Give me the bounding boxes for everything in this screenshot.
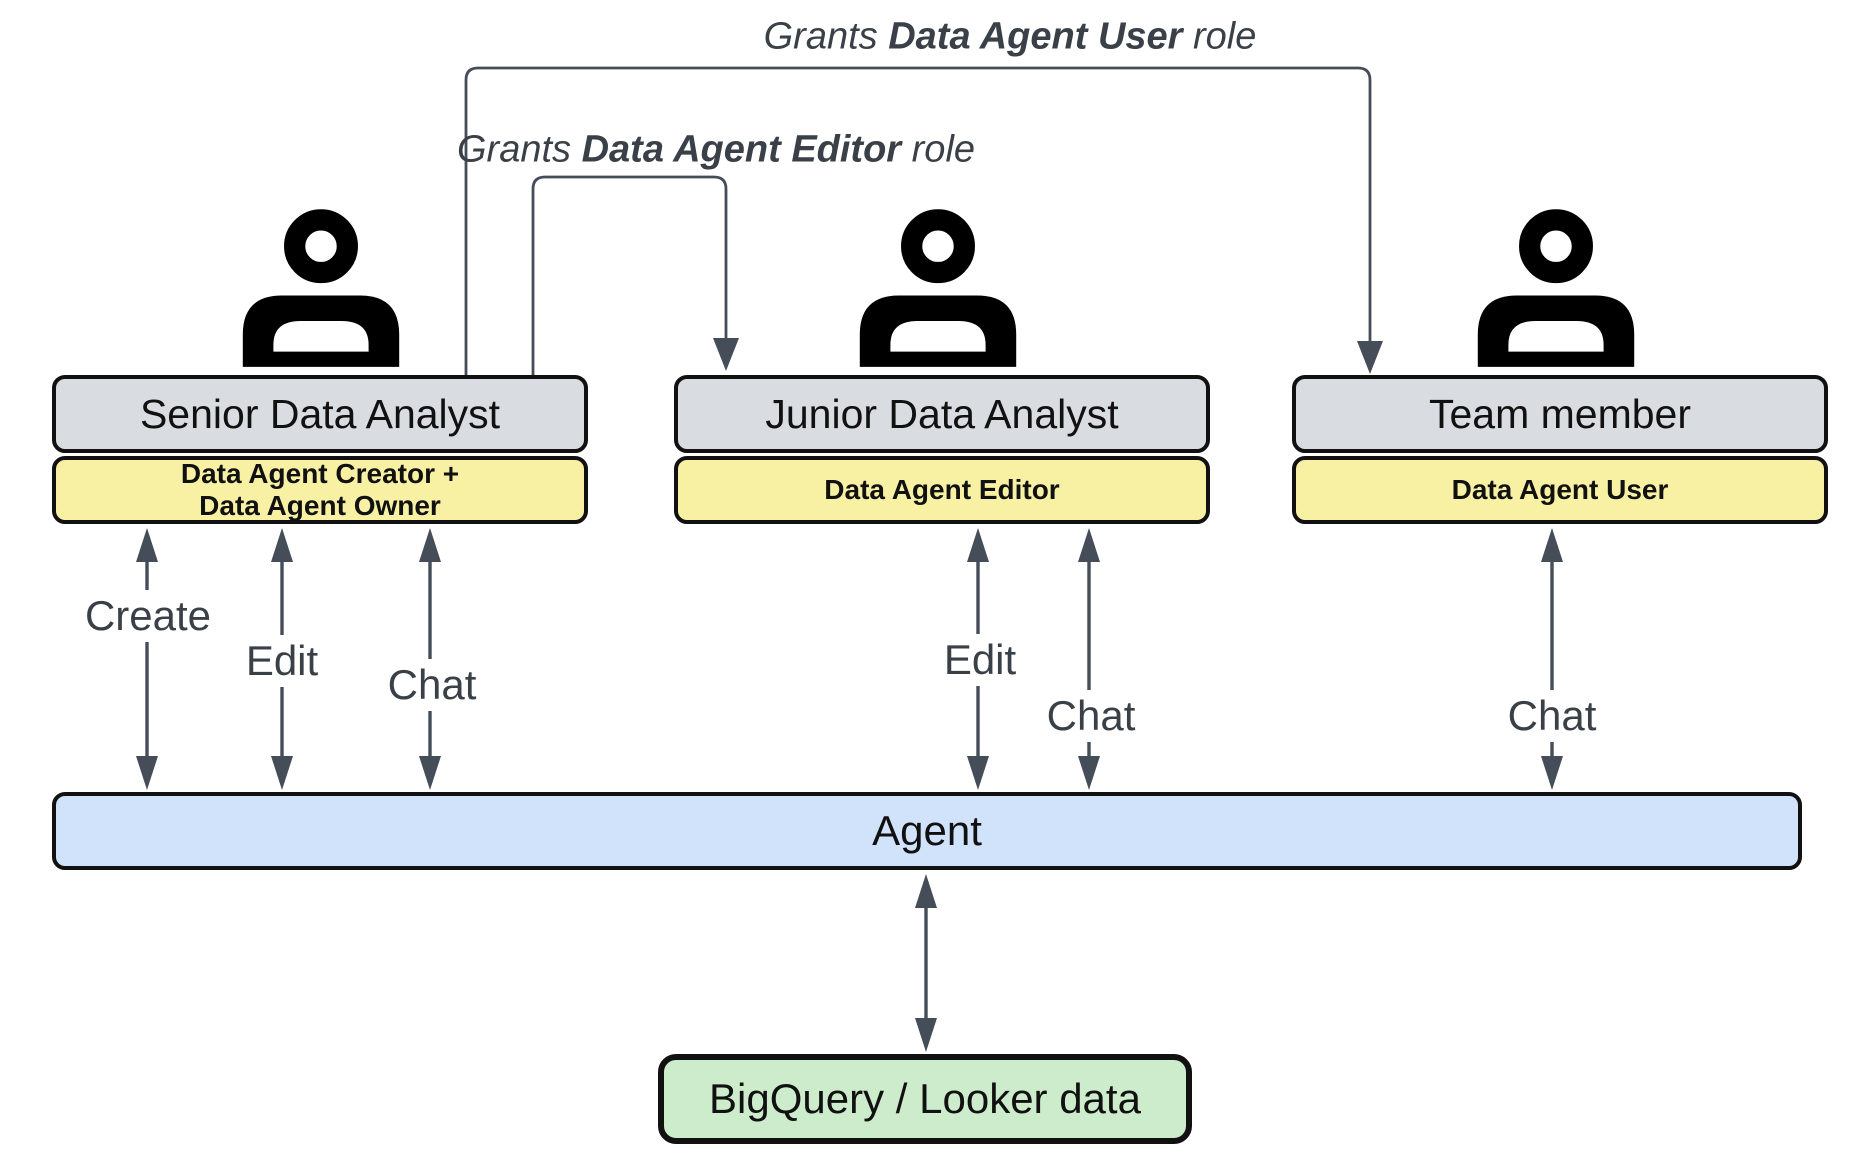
grant-editor-suffix: role: [901, 128, 976, 171]
junior-role-box: Data Agent Editor: [674, 456, 1210, 524]
team-member-box: Team member: [1292, 375, 1828, 453]
edit-label-senior: Edit: [237, 635, 327, 687]
senior-role-line1: Data Agent Creator +: [180, 458, 460, 489]
grant-user-prefix: Grants: [763, 15, 889, 58]
datastore-label: BigQuery / Looker data: [709, 1075, 1141, 1122]
chat-label-team: Chat: [1499, 690, 1605, 742]
grant-editor-prefix: Grants: [456, 128, 582, 171]
grant-editor-role: Data Agent Editor: [581, 128, 902, 171]
create-arrow-senior-agent: [136, 528, 158, 790]
person-icon: [242, 209, 400, 367]
team-role-box: Data Agent User: [1292, 456, 1828, 524]
grant-user-label: Grants Data Agent User role: [764, 16, 1257, 59]
agent-bar: Agent: [52, 792, 1802, 870]
junior-analyst-title: Junior Data Analyst: [765, 390, 1119, 437]
grant-editor-label: Grants Data Agent Editor role: [457, 129, 975, 172]
junior-role-line1: Data Agent Editor: [824, 474, 1060, 505]
person-icon: [859, 209, 1017, 367]
team-role-line1: Data Agent User: [1451, 474, 1669, 505]
senior-analyst-title: Senior Data Analyst: [139, 390, 501, 437]
chat-arrow-team-agent: [1541, 528, 1563, 790]
person-icon: [1477, 209, 1635, 367]
senior-role-box: Data Agent Creator + Data Agent Owner: [52, 456, 588, 524]
grant-user-suffix: role: [1182, 15, 1257, 58]
grant-user-role: Data Agent User: [888, 15, 1183, 58]
create-label: Create: [76, 590, 220, 642]
grant-editor-connector: [531, 175, 739, 375]
senior-analyst-box: Senior Data Analyst: [52, 375, 588, 453]
junior-analyst-box: Junior Data Analyst: [674, 375, 1210, 453]
agent-label: Agent: [872, 807, 982, 854]
agent-datastore-arrow: [915, 874, 937, 1052]
edit-label-junior: Edit: [935, 634, 1025, 686]
chat-label-junior: Chat: [1038, 690, 1144, 742]
grant-user-connector: [464, 66, 1383, 375]
datastore-box: BigQuery / Looker data: [658, 1054, 1192, 1144]
team-member-title: Team member: [1428, 390, 1691, 437]
senior-role-line2: Data Agent Owner: [199, 490, 441, 521]
chat-label-senior: Chat: [379, 659, 485, 711]
chat-arrow-junior-agent: [1078, 528, 1100, 790]
